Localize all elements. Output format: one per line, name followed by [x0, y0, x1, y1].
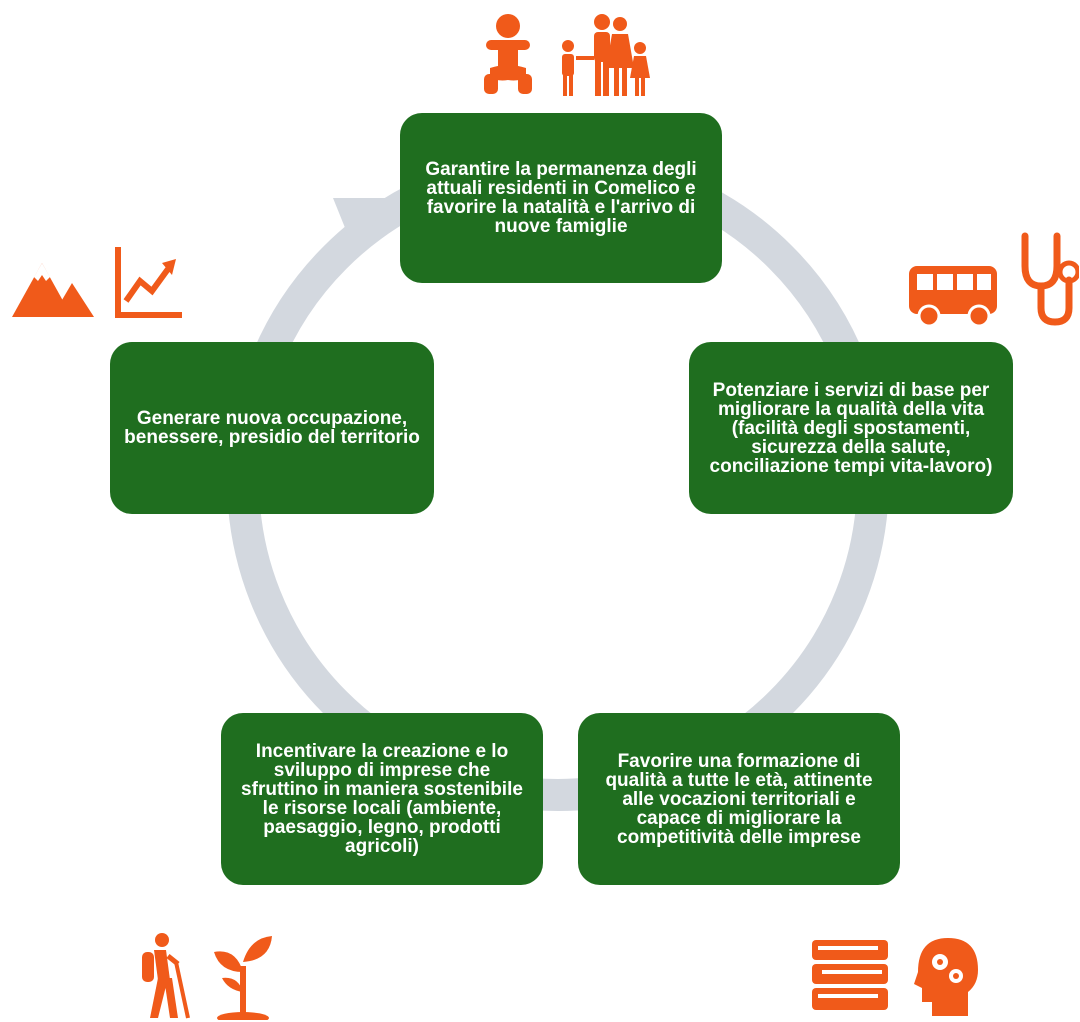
- growth-chart-icon: [115, 247, 182, 318]
- step-box-top: Garantire la permanenza degli attuali re…: [400, 113, 722, 283]
- step-box-left: Generare nuova occupazione, benessere, p…: [110, 342, 434, 514]
- mountains-icon: [12, 263, 94, 317]
- cycle-arrow-head: [333, 198, 388, 255]
- sprout-icon: [214, 936, 272, 1020]
- icons-left: [8, 245, 184, 319]
- step-box-bottom-left: Incentivare la creazione e lo sviluppo d…: [221, 713, 543, 885]
- step-text-bottom-right: Favorire una formazione di qualità a tut…: [605, 750, 873, 848]
- hiker-icon: [142, 933, 190, 1019]
- books-icon: [812, 940, 888, 1010]
- icons-right: [905, 232, 1079, 328]
- icons-bottom-right: [808, 932, 982, 1018]
- baby-icon: [484, 14, 532, 94]
- step-text-left: Generare nuova occupazione, benessere, p…: [124, 408, 420, 448]
- icons-top: [480, 12, 650, 98]
- head-gears-icon: [914, 938, 978, 1016]
- step-box-bottom-right: Favorire una formazione di qualità a tut…: [578, 713, 900, 885]
- stethoscope-icon: [1021, 232, 1079, 326]
- family-icon: [562, 14, 650, 96]
- step-text-bottom-left: Incentivare la creazione e lo sviluppo d…: [241, 741, 523, 857]
- step-text-right: Potenziare i servizi di base per miglior…: [709, 379, 993, 477]
- bus-icon: [909, 266, 997, 328]
- step-box-right: Potenziare i servizi di base per miglior…: [689, 342, 1013, 514]
- icons-bottom-left: [128, 932, 274, 1020]
- step-text-top: Garantire la permanenza degli attuali re…: [425, 159, 697, 237]
